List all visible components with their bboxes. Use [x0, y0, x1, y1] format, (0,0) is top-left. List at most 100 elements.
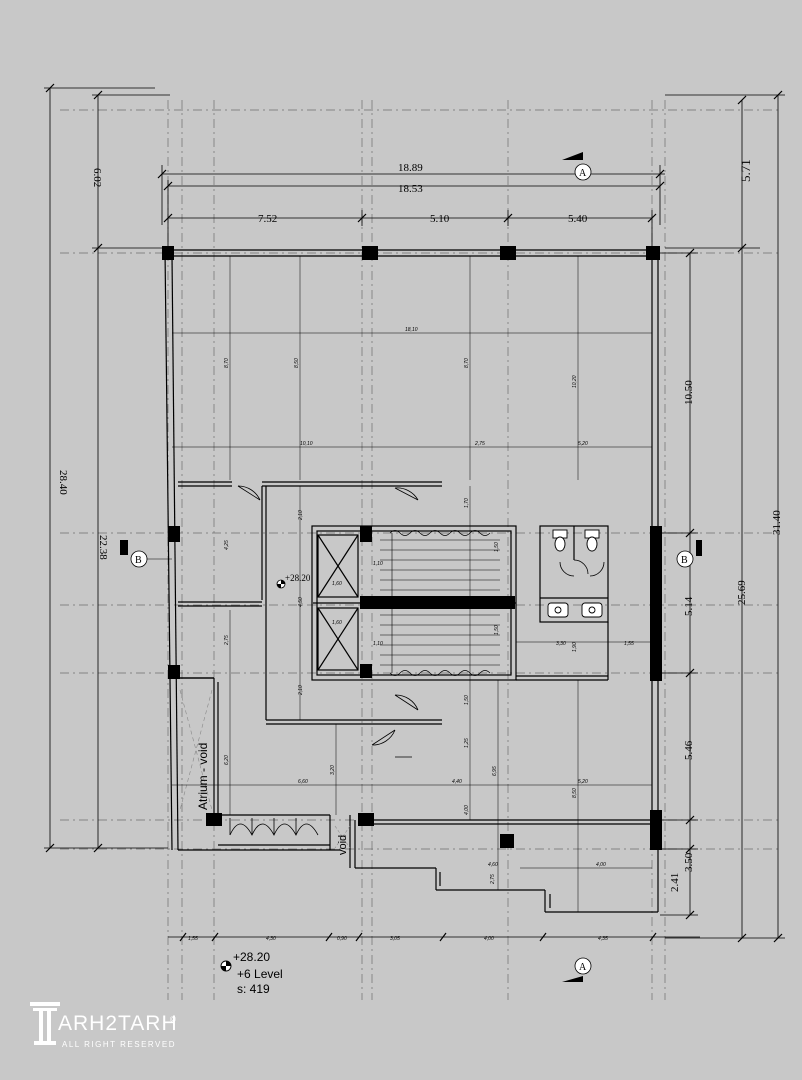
idim-v1: 8,70	[224, 358, 230, 368]
section-b-right-label: B	[681, 555, 688, 566]
idim-stair-1b: 1,10	[373, 641, 383, 647]
dim-top-bay-2: 5.10	[430, 213, 450, 225]
idim-lower-2: 4,40	[452, 779, 462, 785]
atrium-void-label: Atrium - void	[196, 743, 210, 810]
idim-lv4: 8,50	[572, 788, 578, 798]
idim-lv1: 6,20	[224, 755, 230, 765]
brand-copyright-mark: ©	[170, 1015, 177, 1024]
idim-lv3: 6,95	[492, 766, 498, 776]
idim-stair-3a: 1,50	[494, 542, 500, 552]
idim-stair-9: 1,25	[464, 738, 470, 748]
brand-logo: ARH2TARH ALL RIGHT RESERVED ©	[30, 1002, 178, 1049]
bdim-3: 0,90	[337, 936, 347, 942]
idim-stair-5a: 2,10	[298, 510, 304, 521]
core-level-marker: +28.20	[276, 573, 311, 589]
bdim-2: 4,30	[266, 936, 276, 942]
core-level-value: +28.20	[285, 573, 311, 583]
exterior-dimension-lines	[44, 87, 785, 939]
idim-stair-8: 4,25	[224, 540, 230, 550]
stair-wavy-edges	[389, 530, 491, 676]
section-mark-b-left: B	[120, 540, 172, 568]
idim-stair-6: 4,50	[298, 597, 304, 607]
dimension-ticks	[45, 83, 783, 943]
idim-lv5: 4,00	[464, 805, 470, 815]
bdim-6: 4,35	[598, 936, 608, 942]
dim-right-core: 5.14	[683, 596, 695, 616]
brand-rights: ALL RIGHT RESERVED	[62, 1040, 176, 1049]
bdim-5: 4,00	[484, 936, 494, 942]
exterior-dimension-labels: 18.89 18.53 7.52 5.10 5.40 28.40 6.02 22…	[57, 159, 783, 892]
brand-name: ARH2TARH	[58, 1012, 178, 1035]
atrium-void-hatch	[179, 689, 351, 849]
dim-right-lower: 5.46	[683, 740, 695, 760]
level-elevation: +28.20	[233, 950, 270, 964]
dim-right-upper: 10.50	[683, 380, 695, 405]
wc-fixtures	[547, 529, 603, 618]
core-shear-wall	[360, 596, 515, 609]
bdim-1: 1,55	[188, 936, 198, 942]
idim-row-1: 10,10	[300, 441, 313, 447]
dim-left-main: 22.38	[97, 535, 109, 560]
idim-stair-5b: 2,10	[298, 685, 304, 696]
idim-v4: 10,20	[572, 375, 578, 388]
idim-span-top: 18,10	[405, 327, 418, 333]
bottom-dimension-chain: 1,55 4,30 0,90 3,05 4,00 4,35	[188, 936, 608, 942]
idim-stair-7: 2,75	[224, 635, 230, 646]
idim-row-3: 5,20	[578, 441, 588, 447]
dim-right-b2: 3.50	[683, 852, 695, 872]
idim-lower-1: 6,60	[298, 779, 308, 785]
section-mark-b-right: B	[676, 540, 702, 568]
section-arrow-icon	[696, 540, 702, 556]
idim-core-h: 1,90	[572, 642, 578, 652]
idim-bottom-1: 4,00	[596, 862, 606, 868]
idim-v3: 8,70	[464, 358, 470, 368]
dim-top-bay-1: 7.52	[258, 213, 277, 225]
bdim-4: 3,05	[390, 936, 400, 942]
idim-stair-2b: 1,60	[332, 620, 342, 626]
column-logo-icon	[30, 1002, 60, 1045]
dim-right-top: 5.71	[738, 159, 753, 182]
idim-stair-4: 1,70	[464, 498, 470, 508]
section-arrow-icon	[562, 152, 583, 160]
stair-treads	[380, 533, 500, 673]
section-arrow-icon	[562, 976, 583, 982]
idim-stair-1a: 1,10	[373, 561, 383, 567]
idim-core-w: 3,30	[556, 641, 566, 647]
section-a-top-label: A	[579, 168, 587, 179]
level-name: +6 Level	[237, 967, 283, 981]
section-arrow-icon	[120, 540, 128, 555]
inner-dimension-labels: 18,10 10,10 2,75 5,20 8,70 8,50 8,70 10,…	[224, 327, 634, 885]
idim-core-side: 1,55	[624, 641, 634, 647]
idim-bottom-2: 4,60	[488, 862, 498, 868]
idim-lower-3: 5,20	[578, 779, 588, 785]
level-area: s: 419	[237, 982, 270, 996]
dim-right-b1: 2.41	[669, 873, 681, 892]
right-lower-column-wall	[650, 810, 662, 850]
structural-columns	[162, 246, 660, 848]
dim-right-total: 31.40	[771, 510, 783, 535]
right-shear-wall	[650, 526, 662, 681]
dim-left-total: 28.40	[57, 470, 69, 495]
void-label: void	[337, 835, 349, 855]
section-mark-a-top: A	[562, 152, 592, 181]
section-a-bottom-label: A	[579, 962, 587, 973]
idim-lv2: 3,20	[330, 765, 336, 775]
idim-stair-3b: 1,50	[494, 625, 500, 635]
level-info-block: +28.20 +6 Level s: 419	[220, 950, 283, 996]
door-swings	[229, 485, 605, 836]
dim-top-bay-3: 5.40	[568, 213, 588, 225]
idim-stair-2a: 1,60	[332, 581, 342, 587]
inner-dimension-lines	[172, 256, 652, 912]
idim-bottom-3: 2,75	[490, 874, 496, 885]
idim-row-2: 2,75	[474, 441, 485, 447]
dim-top-overall: 18.89	[398, 162, 423, 174]
section-mark-a-bottom: A	[562, 957, 592, 982]
dim-top-inner: 18.53	[398, 183, 423, 195]
section-b-left-label: B	[135, 555, 142, 566]
dim-right-main: 25.69	[736, 580, 748, 605]
idim-v2: 8,50	[294, 358, 300, 368]
idim-stair-3c: 1,50	[464, 695, 470, 705]
building-walls	[164, 249, 659, 913]
dim-left-top: 6.02	[91, 168, 103, 187]
